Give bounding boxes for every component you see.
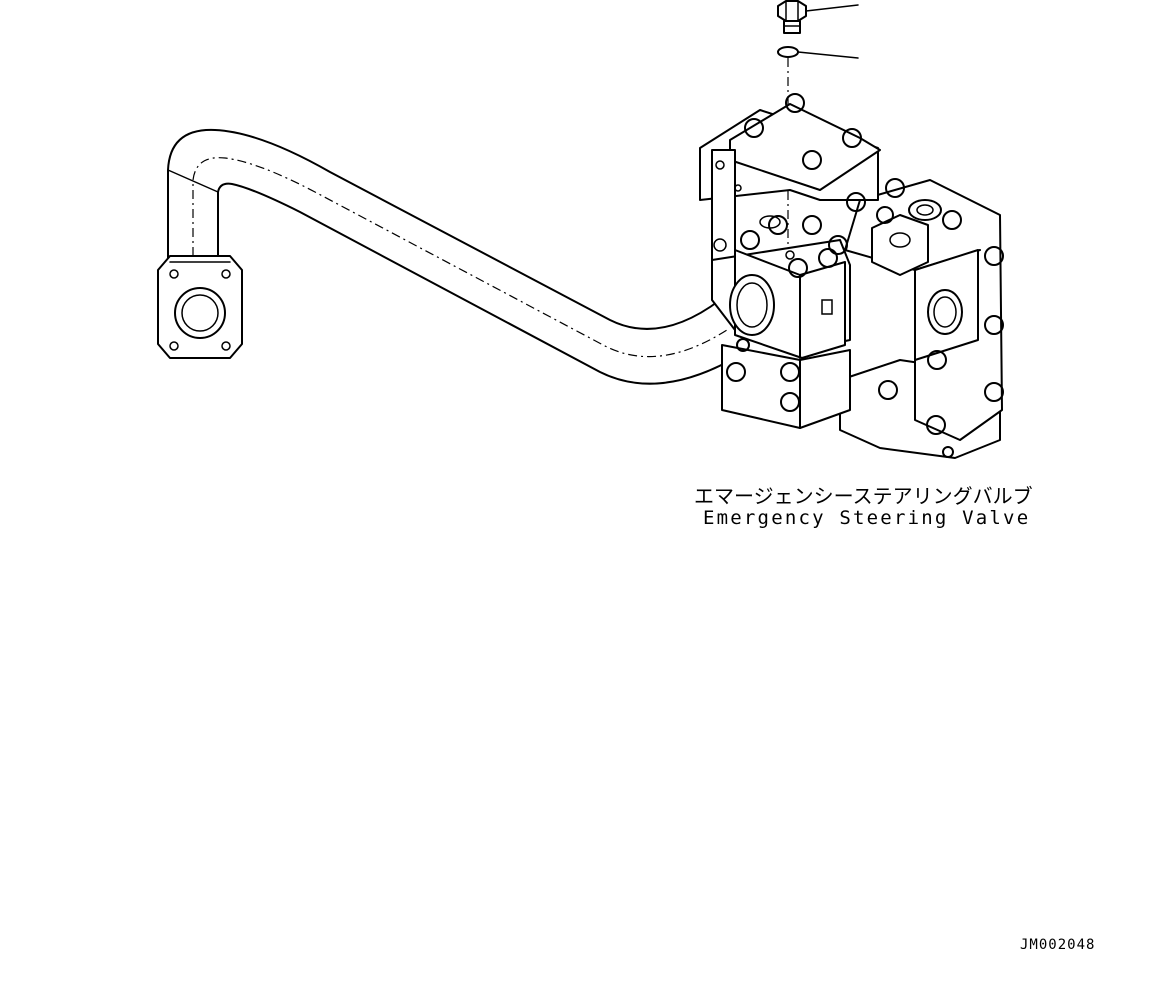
valve-bolts [726,93,1004,458]
component-label-japanese: エマージェンシーステアリングバルブ [694,484,1033,508]
tube-flange [157,255,243,359]
emergency-steering-valve [699,93,1004,459]
bolt-part [777,0,859,34]
figure-code: JM002048 [1020,937,1096,953]
hydraulic-tube [167,128,741,385]
component-label-english: Emergency Steering Valve [703,507,1031,529]
